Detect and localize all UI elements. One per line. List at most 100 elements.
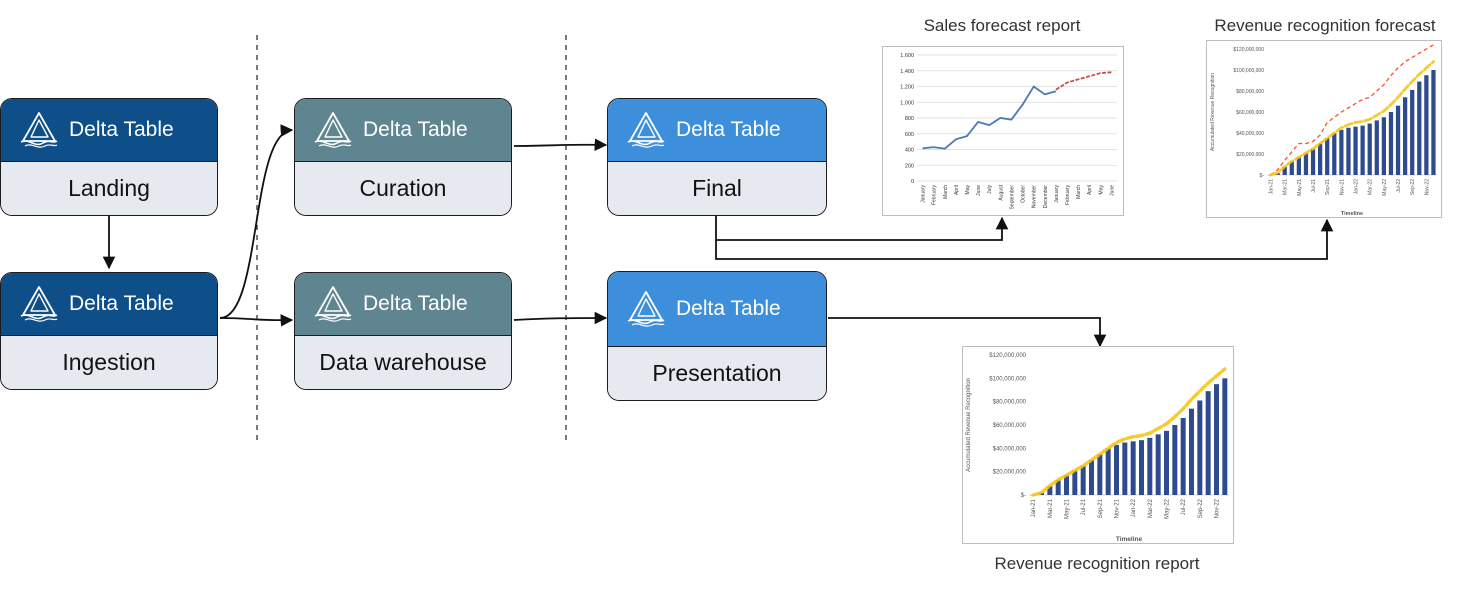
y-tick-label: $120,000,000 [1233,47,1264,53]
trend-line [1269,60,1435,177]
bar [1064,475,1069,495]
warehouse-label: Data warehouse [295,335,511,389]
arrow-ingestion-to-warehouse [219,314,294,327]
y-tick-label: $60,000,000 [1236,110,1264,116]
x-axis-title: Timeline [1116,536,1143,543]
bar [1180,418,1186,495]
y-axis-title: Accumulated Revenue Recognition [1210,73,1216,151]
x-tick-label: Nov-21 [1339,179,1345,195]
final-node[interactable]: Delta Table Final [607,98,827,216]
bar [1047,485,1053,495]
bar [1172,425,1178,495]
curation-node[interactable]: Delta Table Curation [294,98,512,216]
presentation-node[interactable]: Delta Table Presentation [607,271,827,401]
x-tick-label: June [976,185,982,196]
x-axis-title: Timeline [1341,211,1363,217]
bar [1424,75,1429,175]
x-tick-label: May-22 [1165,498,1171,519]
bar [1381,117,1386,175]
y-tick-label: 200 [905,163,914,169]
arrow-warehouse-to-presentation [513,311,608,325]
bar [1214,384,1219,495]
y-tick-label: 800 [905,116,914,122]
x-tick-label: Jan-22 [1131,498,1137,517]
final-header: Delta Table [608,99,826,161]
x-tick-label: Mar-21 [1283,179,1289,195]
x-tick-label: January [921,185,927,203]
bar [1318,143,1323,175]
bar [1403,97,1408,175]
bar [1122,442,1128,495]
y-tick-label: $- [1021,493,1026,499]
x-tick-label: January [1054,185,1060,203]
bar [1388,112,1394,175]
warehouse-node[interactable]: Delta Table Data warehouse [294,272,512,390]
delta-logo-icon [313,284,353,324]
y-tick-label: 1,000 [900,100,914,106]
x-tick-label: September [1009,185,1015,210]
bar [1431,70,1436,175]
bar [1147,437,1153,495]
bar [1130,441,1136,495]
trend-line [1031,367,1227,497]
x-tick-label: Jul-21 [1311,179,1317,193]
delta-logo-icon [19,110,59,150]
bar [1325,138,1330,175]
curation-title: Delta Table [363,118,468,141]
bar [1410,89,1415,175]
landing-node[interactable]: Delta Table Landing [0,98,218,216]
ingestion-node[interactable]: Delta Table Ingestion [0,272,218,390]
y-tick-label: 600 [905,132,914,138]
arrow-final-to-rr-forecast [715,218,1334,260]
x-tick-label: Jan-21 [1269,179,1275,195]
sales-report-caption: Sales forecast report [923,16,1081,35]
bar [1296,157,1301,175]
y-axis-title: Accumulated Revenue Recognition [966,378,972,472]
bar [1080,465,1086,495]
bar [1139,440,1144,495]
x-tick-label: March [943,185,949,199]
landing-header: Delta Table [1,99,217,161]
bar [1417,81,1422,175]
x-tick-label: Mar-21 [1048,498,1054,518]
landing-title: Delta Table [69,118,174,141]
landing-label: Landing [1,161,217,215]
bar [1310,148,1316,175]
bar [1189,408,1194,495]
x-tick-label: April [1087,185,1093,195]
x-tick-label: Nov-22 [1424,179,1430,195]
x-tick-label: Sep-21 [1098,498,1104,518]
y-tick-label: 0 [911,179,914,185]
y-tick-label: 1,400 [900,69,914,75]
final-label: Final [608,161,826,215]
x-tick-label: Jan-22 [1354,179,1360,195]
presentation-header: Delta Table [608,272,826,346]
bar [1164,430,1169,495]
x-tick-label: April [954,185,960,195]
arrow-ingestion-to-curation [219,124,294,319]
y-tick-label: $80,000,000 [993,400,1027,406]
x-tick-label: Sep-22 [1410,179,1416,195]
curation-label: Curation [295,161,511,215]
delta-logo-icon [313,110,353,150]
x-tick-label: June [1109,185,1115,196]
series-line [922,85,1057,150]
bar [1055,479,1061,495]
bar [1395,105,1401,175]
arrow-presentation-to-rr-report [828,317,1107,348]
y-tick-label: $80,000,000 [1236,89,1264,95]
bar [1367,123,1372,175]
x-tick-label: May-21 [1065,498,1071,519]
series-line [1055,71,1112,91]
upper-forecast-line [1270,44,1434,176]
x-tick-label: May-21 [1297,179,1303,196]
delta-logo-icon [19,284,59,324]
y-tick-label: $100,000,000 [1233,68,1264,74]
x-tick-label: Mar-22 [1368,179,1374,195]
y-tick-label: $40,000,000 [993,446,1027,452]
rr-forecast-chart: $-$20,000,000$40,000,000$60,000,000$80,0… [1206,40,1442,218]
x-tick-label: Sep-21 [1325,179,1331,195]
y-tick-label: $60,000,000 [993,423,1027,429]
bar [1303,152,1309,175]
